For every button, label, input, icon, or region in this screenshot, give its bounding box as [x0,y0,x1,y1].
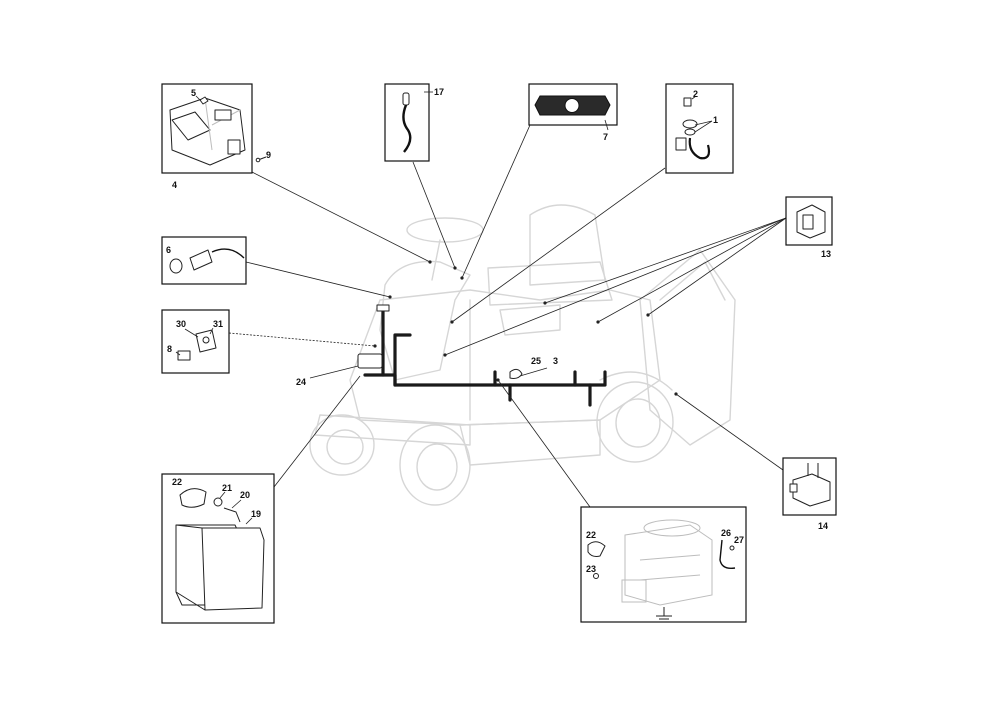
callout-27: 27 [734,535,744,545]
detail-box-engine: 22 23 26 27 [580,506,747,623]
detail-box-4: 5 9 4 [161,83,271,190]
wiring-harness [357,304,607,407]
callout-25: 25 [531,356,541,366]
detail-box-ignition: 2 1 [665,83,734,174]
callout-20: 20 [240,490,250,500]
detail-box-7: 7 [528,83,618,142]
callout-21: 21 [222,483,232,493]
callout-17: 17 [434,87,444,97]
callout-2: 2 [693,89,698,99]
callout-1: 1 [713,115,718,125]
callout-7: 7 [603,132,608,142]
callout-14: 14 [818,521,828,531]
callout-23: 23 [586,564,596,574]
callout-6: 6 [166,245,171,255]
callout-24: 24 [296,377,306,387]
callout-8: 8 [167,344,172,354]
callout-3: 3 [553,356,558,366]
detail-box-relay: 30 31 8 [161,309,230,374]
callout-22a: 22 [172,477,182,487]
callout-30: 30 [176,319,186,329]
detail-box-battery: 22 21 20 19 [161,473,275,624]
callout-9: 9 [266,150,271,160]
detail-box-17: 17 [384,83,444,162]
callout-5: 5 [191,88,196,98]
callout-19: 19 [251,509,261,519]
harness-callouts: 24 25 3 [296,356,558,387]
callout-26: 26 [721,528,731,538]
callout-22b: 22 [586,530,596,540]
detail-box-6: 6 [161,236,247,285]
detail-box-14: 14 [782,457,837,531]
detail-box-13: 13 [785,196,833,259]
callout-4: 4 [172,180,177,190]
callout-13: 13 [821,249,831,259]
leader-lines [228,124,787,508]
callout-31: 31 [213,319,223,329]
